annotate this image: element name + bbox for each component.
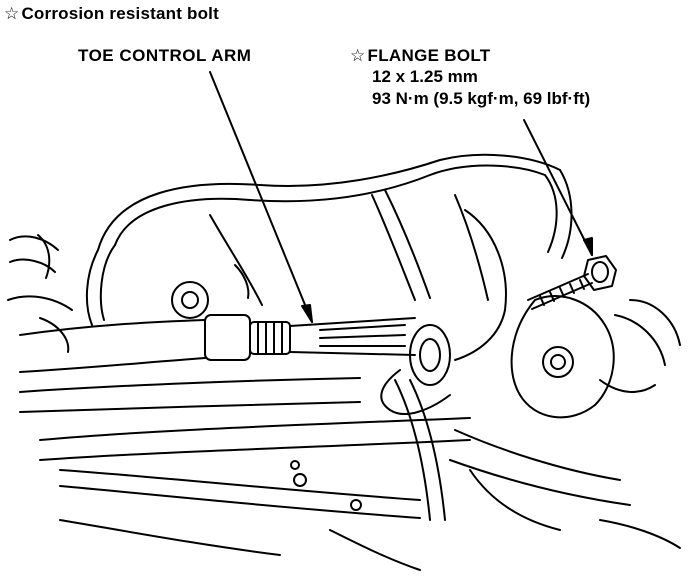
star-icon: ☆ bbox=[4, 4, 20, 23]
flange-bolt-title: FLANGE BOLT bbox=[367, 46, 491, 65]
knuckle-bracket bbox=[454, 209, 681, 419]
legend-text: Corrosion resistant bolt bbox=[21, 4, 219, 23]
lower-links bbox=[19, 377, 681, 571]
flange-bolt bbox=[527, 255, 617, 310]
flange-bolt-callout: ☆FLANGE BOLT 12 x 1.25 mm 93 N·m (9.5 kg… bbox=[350, 46, 590, 110]
toe-control-arm bbox=[19, 281, 451, 415]
left-edge-strokes bbox=[7, 234, 73, 353]
legend: ☆Corrosion resistant bolt bbox=[4, 4, 219, 24]
subframe-outline bbox=[85, 153, 573, 326]
flange-bolt-torque: 93 N·m (9.5 kgf·m, 69 lbf·ft) bbox=[372, 89, 591, 108]
flange-bolt-title-line: ☆FLANGE BOLT bbox=[350, 46, 590, 66]
flange-bolt-size: 12 x 1.25 mm bbox=[372, 67, 478, 86]
leader-lines bbox=[209, 71, 593, 323]
toe-control-arm-label: TOE CONTROL ARM bbox=[78, 46, 252, 65]
star-icon: ☆ bbox=[350, 46, 366, 65]
